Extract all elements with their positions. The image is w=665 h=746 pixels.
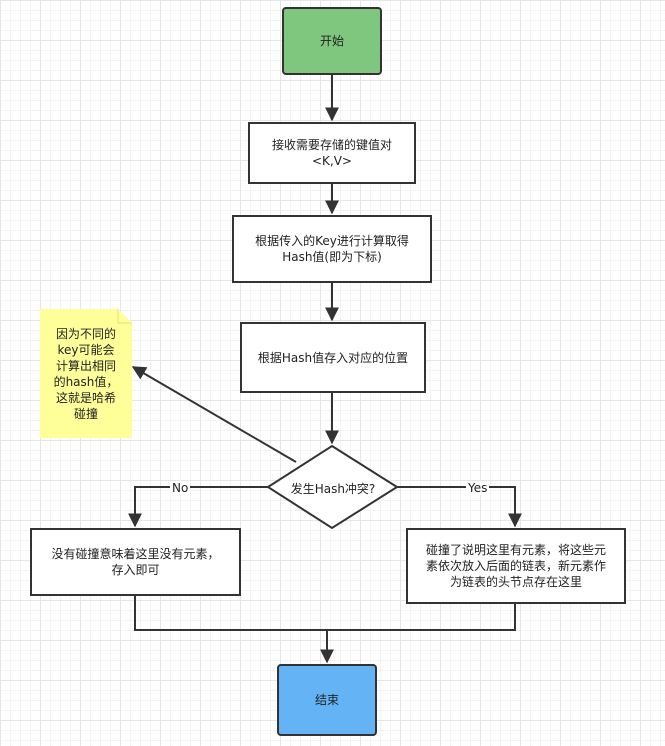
start-label: 开始 [319, 34, 344, 48]
edge-label-no: No [170, 481, 191, 495]
hash-collision-note: 因为不同的 key可能会 计算出相同 的hash值， 这就是哈希 碰撞 [40, 309, 132, 438]
edge-yes-end [327, 604, 516, 631]
edge-no-end [134, 596, 334, 664]
receive-label: 接收需要存储的键值对 <K,V> [271, 138, 392, 168]
store-node[interactable]: 根据Hash值存入对应的位置 [240, 322, 426, 393]
receive-node[interactable]: 接收需要存储的键值对 <K,V> [248, 122, 416, 184]
decision-label: 发生Hash冲突? [290, 482, 376, 496]
compute-node[interactable]: 根据传入的Key进行计算取得 Hash值(即为下标) [232, 215, 432, 283]
decision-diamond [266, 444, 399, 530]
edge-decision-no [128, 486, 268, 528]
store-label: 根据Hash值存入对应的位置 [257, 350, 409, 365]
no-collision-label: 没有碰撞意味着这里没有元素， 存入即可 [51, 547, 220, 577]
end-label: 结束 [314, 693, 339, 707]
collision-label: 碰撞了说明这里有元素，将这些元 素依次放入后面的链表，新元素作 为链表的头节点存… [425, 543, 606, 589]
end-node[interactable]: 结束 [277, 664, 377, 736]
note-fold [117, 309, 132, 324]
note-shape [40, 309, 132, 438]
compute-label: 根据传入的Key进行计算取得 Hash值(即为下标) [255, 234, 409, 264]
start-node[interactable]: 开始 [282, 7, 382, 75]
edge-decision-note [131, 366, 297, 463]
note-text: 因为不同的 key可能会 计算出相同 的hash值， 这就是哈希 碰撞 [53, 326, 119, 421]
no-collision-node[interactable]: 没有碰撞意味着这里没有元素， 存入即可 [30, 528, 241, 596]
collision-node[interactable]: 碰撞了说明这里有元素，将这些元 素依次放入后面的链表，新元素作 为链表的头节点存… [406, 528, 626, 604]
edge-decision-yes [397, 486, 522, 528]
edge-label-yes: Yes [466, 481, 490, 495]
